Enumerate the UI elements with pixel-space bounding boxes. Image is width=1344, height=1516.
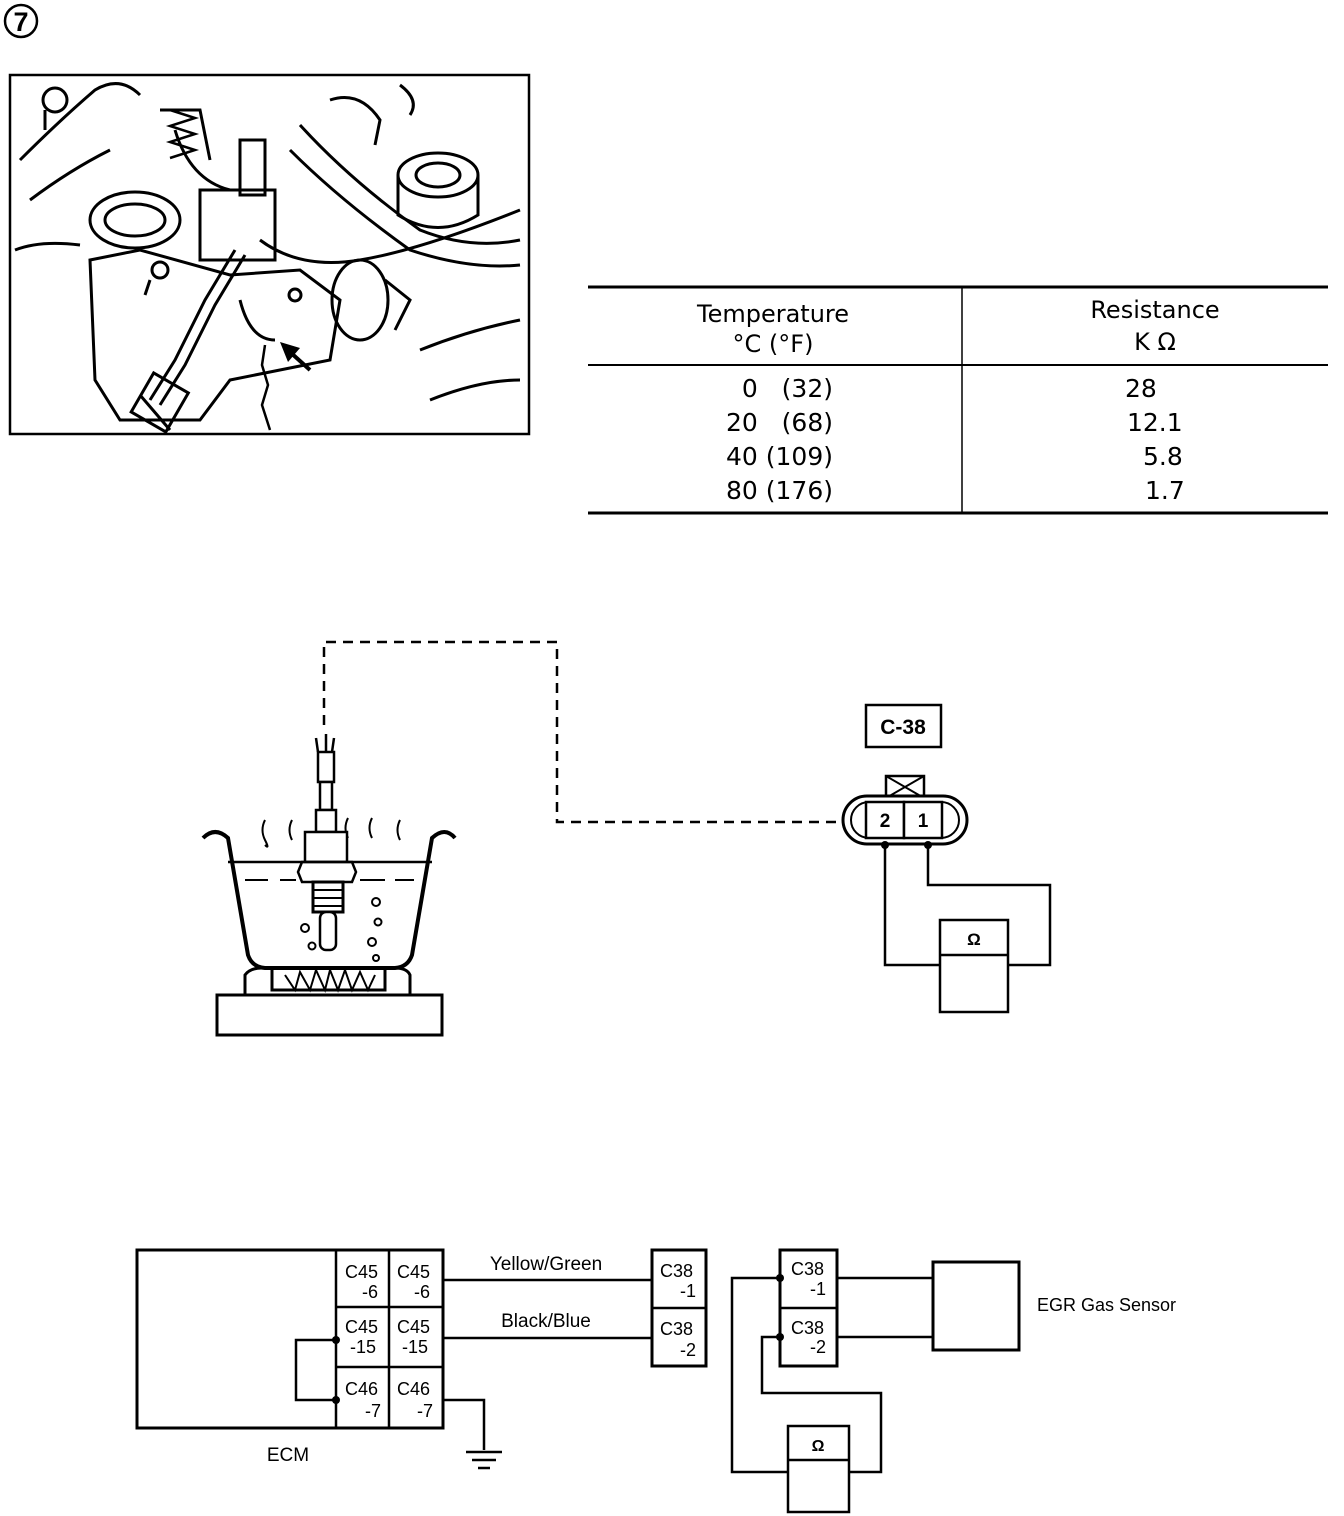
pin-1-label: 1 [918,811,929,832]
resistance-table: Temperature °C (°F) Resistance K Ω 0 (32… [588,285,1328,515]
temperature-cell: 80 (176) [726,476,833,505]
connector-terminal: -1 [680,1281,696,1301]
heating-test-diagram [201,640,845,1037]
connector-label: C-38 [880,716,926,739]
header-resistance: Resistance [1090,296,1219,324]
resistance-cell: 5.8 [1143,442,1183,471]
wire-label-black-blue: Black/Blue [501,1311,591,1332]
temperature-cell: 20 (68) [726,408,833,437]
temperature-cell: 0 (32) [742,374,833,403]
connector-label-box [864,703,943,749]
harness-terminal: C45 [397,1262,430,1282]
ground-icon [466,1450,502,1470]
connector-c38-diagram: C-38 2 1 Ω [841,703,1052,1014]
harness-terminal: -7 [417,1401,433,1421]
pin-2-label: 2 [880,811,891,832]
connector-terminal: -1 [810,1279,826,1299]
wire-label-yellow-green: Yellow/Green [490,1254,602,1275]
arrow-pointer-icon [280,342,312,372]
resistance-cell: 28 [1125,374,1157,403]
ecm-terminal: C45 [345,1262,378,1282]
header-temperature: Temperature [696,300,849,328]
connector-terminal: C38 [791,1318,824,1338]
egr-gas-sensor-box [931,1260,1021,1352]
connector-terminal: -2 [680,1340,696,1360]
engine-illustration [8,73,531,436]
ecm-box [135,1248,445,1430]
harness-terminal: C45 [397,1317,430,1337]
harness-terminal: -15 [402,1337,428,1357]
harness-terminal: C46 [397,1379,430,1399]
connector-terminal: C38 [660,1319,693,1339]
spring-icon [165,108,200,160]
stove-icon [215,966,444,1037]
ecm-terminal: C45 [345,1317,378,1337]
connector-terminal: C38 [660,1261,693,1281]
resistance-cell: 12.1 [1127,408,1183,437]
header-resistance-unit: K Ω [1134,328,1176,356]
step-number: 7 [13,7,28,37]
wiring-schematic: C45 -6 C45 -15 C46 -7 C45 -6 C45 -15 C46… [135,1248,1176,1514]
ecm-terminal: -7 [365,1401,381,1421]
header-temperature-unit: °C (°F) [733,330,814,358]
steam-icon [261,817,401,848]
bubbles-icon [300,897,383,962]
harness-terminal: -6 [414,1282,430,1302]
step-number-badge: 7 [3,3,39,39]
ecm-terminal: -6 [362,1282,378,1302]
connector-terminal: -2 [810,1337,826,1357]
resistance-cell: 1.7 [1145,476,1185,505]
ecm-label: ECM [267,1445,309,1466]
connector-terminal: C38 [791,1259,824,1279]
egr-gas-sensor-label: EGR Gas Sensor [1037,1295,1176,1315]
ecm-terminal: C46 [345,1379,378,1399]
ohm-symbol: Ω [812,1438,825,1455]
temperature-cell: 40 (109) [726,442,833,471]
ecm-terminal: -15 [350,1337,376,1357]
ohmmeter-icon: Ω [786,1424,851,1514]
ohmmeter-icon: Ω [938,918,1010,1014]
temperature-sensor-icon [296,734,358,952]
ohm-symbol: Ω [967,930,981,949]
